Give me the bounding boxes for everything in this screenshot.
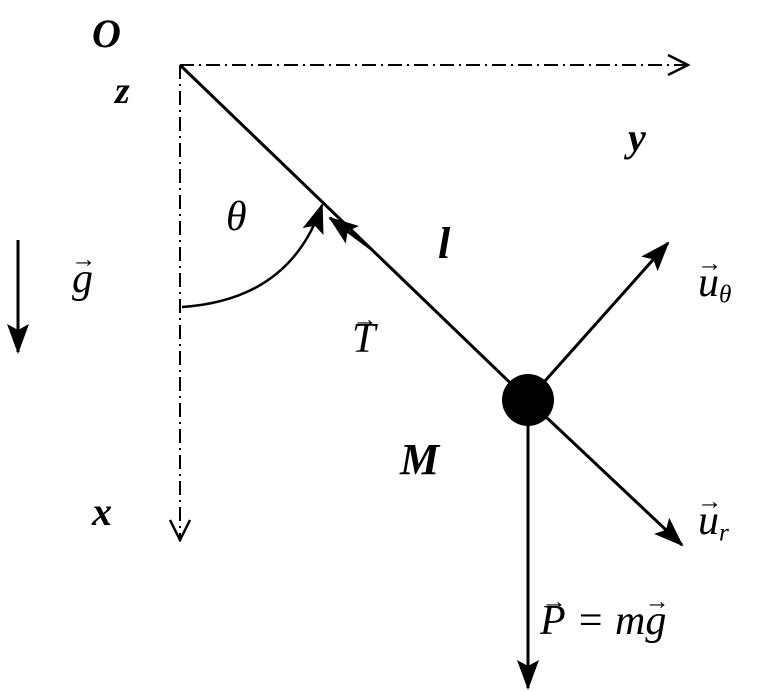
mass-bob bbox=[502, 374, 554, 426]
x-axis-label: x bbox=[92, 489, 112, 534]
length-label: l bbox=[438, 219, 451, 268]
u-theta-arrow bbox=[526, 241, 670, 401]
gravity-label: g bbox=[72, 258, 93, 300]
u-r-arrow bbox=[526, 398, 684, 547]
u-theta-label: uθ bbox=[698, 262, 731, 308]
angle-arc bbox=[181, 203, 324, 309]
u-r-label: ur bbox=[698, 500, 729, 546]
mass-label: M bbox=[400, 435, 440, 484]
tension-arrow bbox=[328, 216, 371, 250]
weight-label: P = mg bbox=[540, 600, 666, 642]
tension-label: T bbox=[352, 318, 375, 360]
y-axis-label: y bbox=[628, 115, 646, 160]
origin-label: O bbox=[92, 11, 121, 56]
angle-label: θ bbox=[226, 194, 247, 240]
z-axis-label: z bbox=[115, 70, 130, 112]
